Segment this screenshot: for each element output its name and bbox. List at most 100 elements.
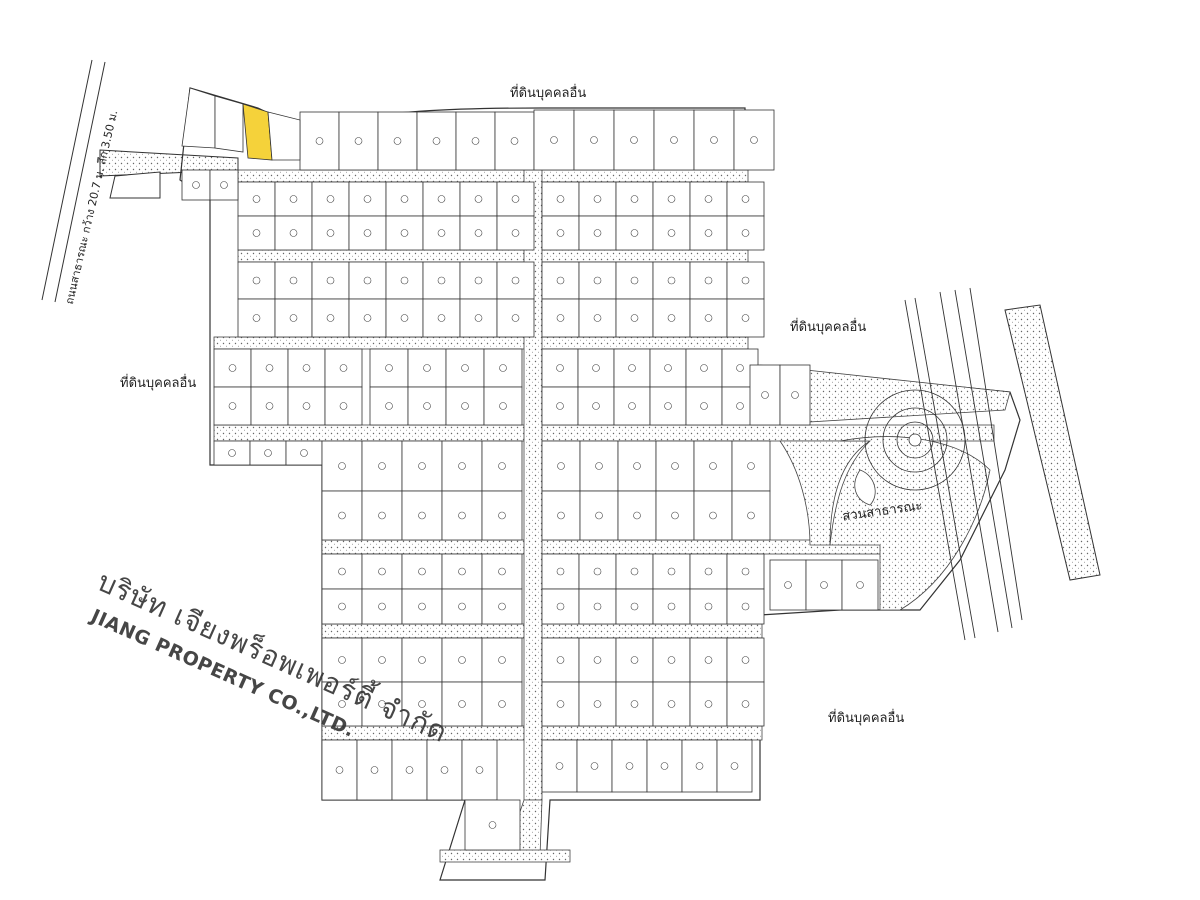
plot — [615, 588, 654, 625]
plot — [321, 588, 363, 625]
plot — [361, 490, 403, 541]
plot-number-marker — [590, 762, 599, 770]
plot-number-marker — [418, 602, 426, 611]
plot-number-marker — [590, 136, 598, 144]
plot — [422, 298, 461, 338]
plot — [655, 440, 695, 492]
plot-number-marker — [667, 195, 676, 203]
plot — [311, 181, 350, 217]
plot-number-marker — [393, 137, 402, 145]
plot-number-marker — [498, 511, 506, 520]
plot — [287, 386, 326, 426]
neighbor-land-label-top: ที่ดินบุคคลอื่น — [510, 86, 587, 101]
plot-number-marker — [704, 276, 713, 285]
plot — [481, 588, 523, 625]
plot-number-marker — [595, 462, 603, 470]
plot-number-marker — [432, 137, 441, 145]
neighbor-land-label-right: ที่ดินบุคคลอื่น — [790, 320, 867, 335]
plot — [617, 490, 657, 541]
plot-number-marker — [704, 567, 713, 576]
plot — [311, 298, 350, 338]
plot-number-marker — [593, 656, 602, 664]
plot — [577, 386, 615, 426]
plot-number-marker — [474, 229, 483, 237]
plot-number-marker — [498, 656, 506, 664]
plot-number-marker — [630, 276, 639, 285]
plot-number-marker — [378, 700, 386, 708]
plot — [615, 215, 654, 251]
plot-number-marker — [335, 766, 344, 774]
plot — [733, 109, 775, 171]
plot-number-marker — [370, 766, 379, 774]
plot-number-marker — [418, 511, 426, 520]
plot-number-marker — [498, 602, 506, 611]
plot-number-marker — [338, 602, 346, 611]
plot-number-marker — [593, 700, 602, 708]
plot — [483, 348, 523, 388]
plot-number-marker — [667, 602, 676, 611]
plot — [324, 386, 363, 426]
plot — [237, 261, 276, 300]
plot — [267, 111, 301, 161]
plot — [401, 637, 443, 683]
plot-number-marker — [326, 314, 335, 322]
plot-number-marker — [437, 195, 446, 203]
plot-number-marker — [458, 511, 466, 520]
plot — [689, 553, 728, 590]
plot — [615, 637, 654, 683]
plot-number-marker — [556, 402, 564, 410]
plot — [613, 109, 655, 171]
plot-number-marker — [667, 276, 676, 285]
plot — [311, 215, 350, 251]
plot — [541, 298, 580, 338]
plot — [348, 298, 387, 338]
plot-number-marker — [736, 402, 744, 410]
plot — [237, 298, 276, 338]
plot — [652, 553, 691, 590]
plot — [459, 215, 498, 251]
plot-number-marker — [736, 364, 744, 372]
plot-number-marker — [228, 402, 237, 410]
plot-number-marker — [499, 364, 507, 372]
plot — [274, 215, 313, 251]
plot-number-marker — [302, 402, 311, 410]
plot-number-marker — [488, 821, 497, 829]
plot — [578, 215, 617, 251]
plot-number-marker — [556, 229, 565, 237]
plot-number-marker — [437, 276, 446, 285]
plot-number-marker — [741, 567, 750, 576]
plot-number-marker — [630, 314, 639, 322]
plot-number-marker — [511, 314, 520, 322]
plot — [311, 261, 350, 300]
plot — [689, 588, 728, 625]
plot-number-marker — [378, 656, 386, 664]
plot-number-marker — [709, 462, 717, 470]
plot — [649, 386, 687, 426]
plot-number-marker — [461, 402, 469, 410]
plot-number-marker — [667, 700, 676, 708]
plot — [422, 181, 461, 217]
plot — [726, 588, 765, 625]
plot — [615, 553, 654, 590]
plot-number-marker — [741, 229, 750, 237]
plot — [726, 553, 765, 590]
plot — [209, 169, 239, 201]
plot — [496, 215, 535, 251]
plot — [578, 553, 617, 590]
plot-number-marker — [741, 700, 750, 708]
plot-number-marker — [418, 567, 426, 576]
plot-number-marker — [338, 462, 346, 470]
plot-number-marker — [378, 462, 386, 470]
plot — [769, 559, 807, 611]
plot — [541, 739, 578, 793]
plot-number-marker — [220, 181, 228, 189]
plot-number-marker — [667, 567, 676, 576]
plot-number-marker — [498, 567, 506, 576]
plot — [689, 261, 728, 300]
plot-number-marker — [671, 511, 679, 520]
plot — [361, 588, 403, 625]
plot-number-marker — [704, 602, 713, 611]
plot-number-marker — [418, 700, 426, 708]
plot — [416, 111, 457, 171]
plot — [615, 681, 654, 727]
